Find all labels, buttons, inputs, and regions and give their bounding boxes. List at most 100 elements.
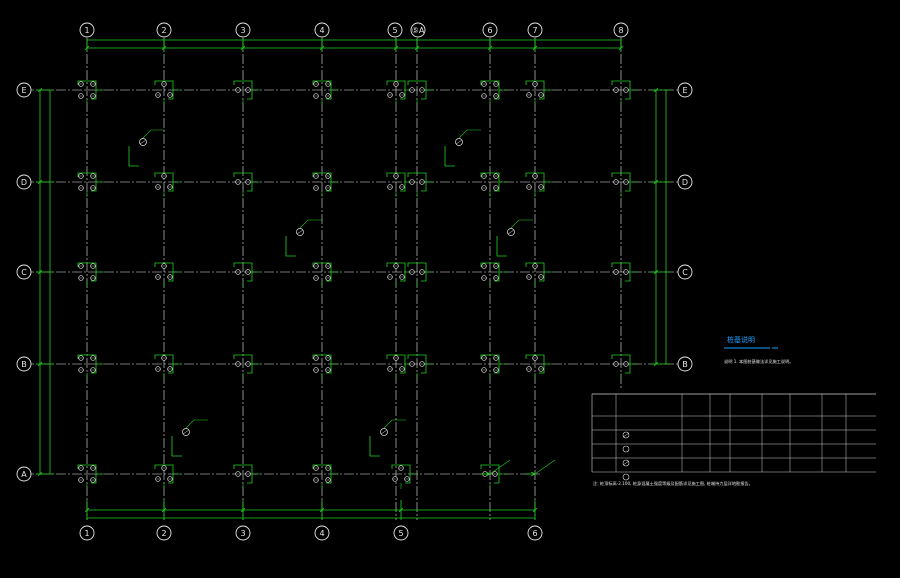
axis-bubble-top: 3: [235, 22, 251, 38]
axis-bubble-label: 6: [532, 529, 537, 538]
pile-tag-bracket: [128, 146, 139, 167]
axis-bubble-label: E: [21, 86, 26, 95]
pile-tag-hatch: [380, 429, 388, 435]
pile-tag-hatch: [182, 429, 190, 435]
axis-bubble-circle: [156, 525, 172, 541]
pile-cap-outline: [386, 354, 406, 374]
axis-bubble-circle: [79, 525, 95, 541]
pile-cap: [480, 262, 507, 287]
pile-cap-outline: [391, 464, 411, 484]
pile-tag: [171, 419, 208, 457]
pile-cap-outline: [386, 262, 406, 282]
pile-cap: [611, 262, 638, 287]
axis-bubble-left: B: [16, 356, 32, 372]
pile-cap: [154, 80, 181, 105]
pile-tag: [369, 419, 406, 457]
pile-tag-leader: [299, 219, 322, 229]
pile-cap: [480, 172, 507, 197]
axis-gridlines: [24, 38, 680, 520]
axis-bubble-circle: [156, 22, 172, 38]
pile-cap-outline: [525, 80, 545, 100]
axis-bubble-top: 1: [79, 22, 95, 38]
pile-cap: [611, 172, 638, 197]
axis-bubble-label: C: [682, 268, 688, 277]
pile-cap: [525, 354, 552, 379]
pile-cap-outline: [407, 80, 427, 100]
axis-bubble-circle: [235, 22, 251, 38]
axis-bubble-label: 1: [84, 26, 89, 35]
axis-bubble-label: 5: [392, 26, 397, 35]
axis-bubble-label: B: [682, 360, 688, 369]
pile-cap-outline: [525, 354, 545, 374]
axis-bubble-circle: [16, 466, 32, 482]
pile-cap: [77, 172, 104, 197]
axis-bubble-circle: [482, 22, 498, 38]
pile-tag-hatch: [507, 229, 515, 235]
pile-cap-outline: [480, 464, 500, 484]
axis-bubble-circle: [613, 22, 629, 38]
pile-cap-outline: [77, 80, 97, 100]
axis-bubble-circle: [677, 174, 693, 190]
axis-bubble-circle: [314, 22, 330, 38]
pile-cap-outline: [480, 354, 500, 374]
axis-bubble-top: 6: [482, 22, 498, 38]
legend-title: 桩基说明: [727, 335, 755, 344]
pile-tag-leader: [383, 419, 406, 429]
axis-bubble-label: 4: [319, 26, 324, 35]
axis-bubble-top: 5: [387, 22, 403, 38]
axis-bubble-label: 2: [161, 26, 166, 35]
axis-bubble-label: 3: [240, 26, 245, 35]
pile-cap: [233, 354, 260, 379]
axis-bubble-bottom: 6: [527, 525, 543, 541]
axis-bubble-circle: [387, 22, 403, 38]
pile-cap-outline: [154, 80, 174, 100]
pile-cap-outline: [611, 172, 631, 192]
legend-note: 说明 1. 本图桩基做法详见施工说明。: [724, 358, 793, 365]
axis-bubble-label: 3: [240, 529, 245, 538]
pile-cap-outline: [525, 172, 545, 192]
pile-tag-bracket: [369, 436, 380, 457]
pile-cap: [611, 354, 638, 379]
table-pile-symbol: [622, 473, 630, 481]
pile-tag: [285, 219, 322, 257]
pile-cap: [312, 80, 339, 105]
axis-bubble-label: 2: [161, 529, 166, 538]
pile-cap-outline: [407, 262, 427, 282]
axis-bubble-bottom: 1: [79, 525, 95, 541]
axis-bubble-circle: [527, 22, 543, 38]
axis-arrow-leader: [534, 459, 556, 475]
pile-cap-outline: [154, 464, 174, 484]
axis-bubble-circle: [79, 22, 95, 38]
pile-cap: [77, 80, 104, 105]
pile-cap-outline: [312, 80, 332, 100]
axis-bubble-top: 2: [156, 22, 172, 38]
pile-cap: [480, 354, 507, 379]
pile-cap: [407, 80, 434, 105]
pile-cap: [407, 172, 434, 197]
pile-tag-bracket: [496, 236, 507, 257]
axis-bubble-right: B: [677, 356, 693, 372]
pile-cap-outline: [407, 172, 427, 192]
pile-caps: [77, 80, 638, 489]
pile-cap: [154, 464, 181, 489]
axis-arrow-leader: [489, 459, 511, 475]
axis-bubble-circle: [677, 356, 693, 372]
pile-cap: [154, 354, 181, 379]
pile-cap-outline: [154, 354, 174, 374]
pile-cap-outline: [480, 80, 500, 100]
pile-cap: [154, 262, 181, 287]
pile-table-note: 注: 桩顶标高-2.100, 桩身混凝土强度等级及配筋详见施工图, 桩端持力层详…: [593, 480, 753, 487]
axis-bubble-circle: [393, 525, 409, 541]
pile-cap-outline: [154, 262, 174, 282]
axis-bubble-label: 5: [398, 529, 403, 538]
pile-cap: [77, 464, 104, 489]
pile-cap: [233, 80, 260, 105]
pile-cap-outline: [154, 172, 174, 192]
table-pile-symbol-hatch: [622, 432, 630, 438]
pile-cap-outline: [611, 262, 631, 282]
pile-cap-outline: [480, 262, 500, 282]
pile-cap-outline: [233, 464, 253, 484]
axis-bubble-circle: [527, 525, 543, 541]
axis-bubble-label: B: [21, 360, 27, 369]
